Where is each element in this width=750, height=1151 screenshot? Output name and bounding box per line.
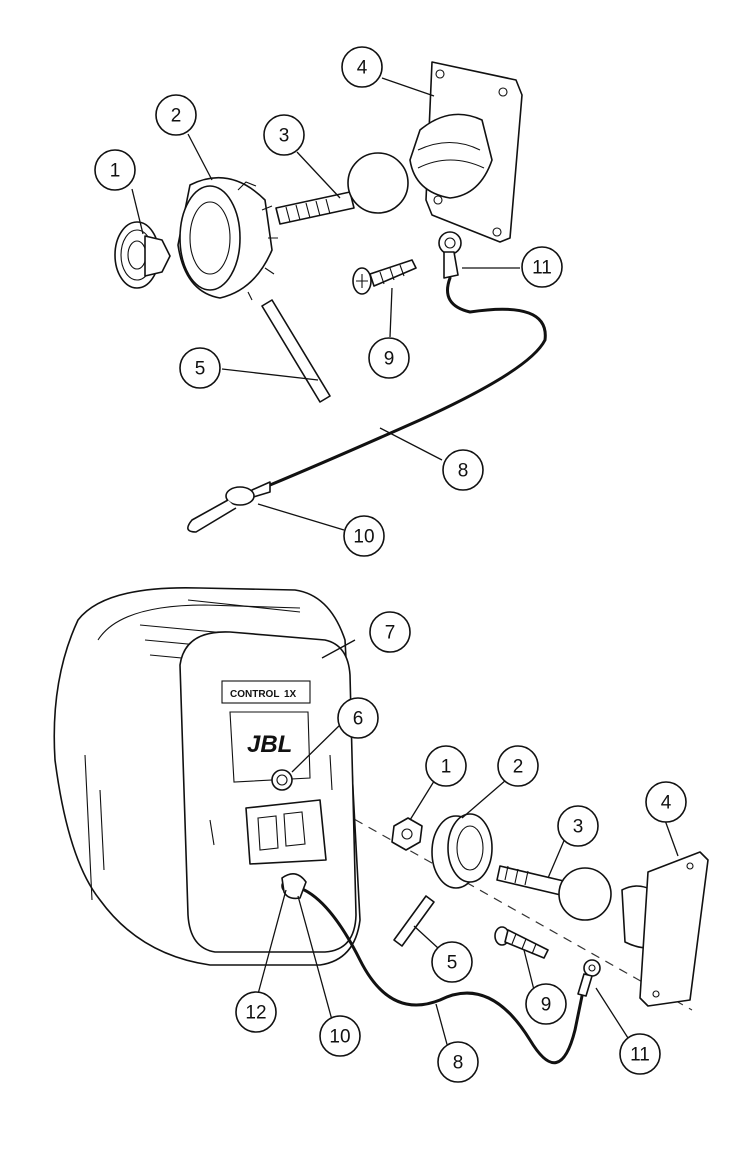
svg-text:1: 1: [441, 757, 452, 778]
pin-bottom: [393, 895, 435, 947]
callout-bottom-8: 8: [437, 1041, 479, 1083]
callouts-bottom: 1 2 3 4 5 6 7 8 9 10 11 12: [235, 611, 687, 1083]
ring-terminal-bottom: [577, 959, 601, 997]
wall-plate-top: [409, 61, 523, 243]
wall-plate-bottom: [621, 851, 709, 1007]
callout-top-1: 1: [94, 149, 136, 191]
threaded-insert: [271, 769, 293, 791]
ball-stud-bottom: [496, 865, 612, 921]
callout-top-11: 11: [521, 246, 563, 288]
screw-bottom: [494, 926, 549, 959]
assembly-axis: [284, 779, 693, 1011]
callout-bottom-9: 9: [525, 983, 567, 1025]
snap-hook-bottom: [281, 873, 307, 900]
svg-text:11: 11: [532, 258, 552, 279]
svg-text:11: 11: [630, 1045, 650, 1066]
callout-bottom-6: 6: [337, 697, 379, 739]
callout-top-3: 3: [263, 114, 305, 156]
top-exploded-view: [114, 61, 547, 533]
svg-text:12: 12: [245, 1003, 266, 1024]
bottom-assembly-view: CONTROL 1X JBL: [53, 586, 709, 1064]
svg-text:1: 1: [110, 161, 121, 182]
pin-top: [261, 299, 331, 403]
safety-cable-top: [268, 276, 547, 487]
callout-top-9: 9: [368, 337, 410, 379]
callout-bottom-4: 4: [645, 781, 687, 823]
callout-bottom-10: 10: [319, 1015, 361, 1057]
callout-bottom-12: 12: [235, 991, 277, 1033]
callout-top-2: 2: [155, 94, 197, 136]
svg-text:4: 4: [661, 793, 672, 814]
safety-cable-bottom: [298, 886, 584, 1064]
svg-text:6: 6: [353, 709, 364, 730]
callout-bottom-3: 3: [557, 805, 599, 847]
svg-text:9: 9: [541, 995, 552, 1016]
callout-top-10: 10: [343, 515, 385, 557]
svg-text:3: 3: [279, 126, 290, 147]
ball-stud-top: [275, 152, 409, 225]
callout-bottom-7: 7: [369, 611, 411, 653]
svg-text:3: 3: [573, 817, 584, 838]
svg-text:2: 2: [171, 106, 182, 127]
locking-ring-top: [177, 177, 278, 301]
callouts-top: 1 2 3 4 5 8 9 10 11: [94, 46, 563, 557]
nut-bottom: [391, 817, 423, 851]
screw-top: [352, 259, 417, 295]
callout-bottom-2: 2: [497, 745, 539, 787]
ring-terminal-top: [438, 231, 462, 279]
svg-text:4: 4: [357, 58, 368, 79]
svg-text:8: 8: [453, 1053, 464, 1074]
callout-top-4: 4: [341, 46, 383, 88]
brand-logo: JBL: [247, 731, 292, 758]
callout-top-8: 8: [442, 449, 484, 491]
callout-bottom-11: 11: [619, 1033, 661, 1075]
serrated-washer-top: [114, 221, 171, 289]
svg-text:10: 10: [329, 1027, 350, 1048]
callout-bottom-1: 1: [425, 745, 467, 787]
callout-top-5: 5: [179, 347, 221, 389]
svg-text:2: 2: [513, 757, 524, 778]
svg-text:5: 5: [447, 953, 458, 974]
svg-text:8: 8: [458, 461, 469, 482]
snap-hook-top: [187, 481, 271, 533]
speaker-enclosure: CONTROL 1X JBL: [53, 586, 361, 966]
callout-bottom-5: 5: [431, 941, 473, 983]
model-suffix: 1X: [284, 689, 297, 700]
model-label: CONTROL: [230, 689, 279, 700]
svg-text:10: 10: [353, 527, 374, 548]
locking-ring-bottom: [431, 813, 493, 889]
svg-text:5: 5: [195, 359, 206, 380]
svg-text:9: 9: [384, 349, 395, 370]
svg-text:7: 7: [385, 623, 396, 644]
